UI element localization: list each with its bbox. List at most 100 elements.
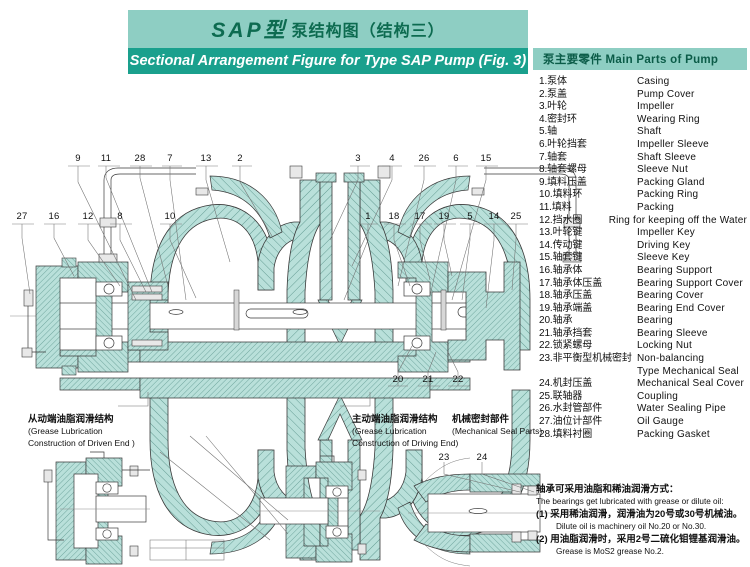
leader-lines-top (77, 166, 487, 301)
title-chinese: SAP型 泵结构图（结构三） (128, 10, 528, 48)
annotation-mech-seal-en1: (Mechanical Seal Parts) (452, 426, 543, 436)
parts-list-item-en: Wearing Ring (637, 113, 700, 125)
parts-list-item-en: Non-balancing (637, 353, 705, 365)
parts-list-item-cn: 25.联轴器 (539, 390, 583, 402)
parts-list-item: 23.非平衡型机械密封 Non-balancing (533, 353, 747, 366)
parts-list-item-cn: 28.填料衬圈 (539, 428, 593, 440)
parts-list-item-cn: 18.轴承压盖 (539, 290, 593, 302)
stuffing-box-left (127, 281, 169, 351)
callout-7: 7 (167, 153, 173, 164)
note-item2-cn: (2) 用油脂润滑时，采用2号二硫化钼锂基润滑油。 (536, 534, 746, 545)
bearing-housing-left (21, 257, 129, 376)
parts-list-item-cn: 19.轴承端盖 (539, 302, 593, 314)
parts-list-item-en: Ring for keeping off the Water (608, 214, 747, 226)
parts-list-item-cn: 21.轴承挡套 (539, 327, 593, 339)
parts-list-item: 17.轴承体压盖 Bearing Support Cover (533, 278, 747, 291)
callout-4: 4 (389, 153, 395, 164)
parts-list-item: 6.叶轮挡套 Impeller Sleeve (533, 139, 747, 152)
callout-17: 17 (414, 211, 426, 222)
title-banner: SAP型 泵结构图（结构三） Sectional Arrangement Fig… (128, 10, 528, 74)
annotation-driven-end-en1: (Grease Lubrication (28, 426, 103, 436)
leader-lines-right (343, 224, 517, 309)
annotation-mech-seal-cn: 机械密封部件 (452, 414, 510, 425)
callout-15: 15 (480, 153, 492, 164)
parts-list-item-en: Shaft (637, 126, 662, 138)
parts-list-item: 1.泵体 Casing (533, 76, 747, 89)
callout-19: 19 (438, 211, 450, 222)
parts-list-item-cn: 24.机封压盖 (539, 378, 593, 390)
note-item2-en: Grease is MoS2 grease No.2. (556, 547, 664, 556)
water-seal-pipe (98, 165, 582, 263)
annotation-driving-end-en2: Construction of Driving End) (352, 437, 459, 448)
parts-list-item-en: Packing Ring (637, 189, 699, 201)
callout-3: 3 (355, 153, 361, 164)
parts-list-item-cn: 7.轴套 (539, 151, 567, 163)
parts-list-header: 泵主要零件 Main Parts of Pump (533, 48, 747, 70)
lubrication-notes: 轴承可采用油脂和稀油润滑方式： The bearings get lubrica… (536, 483, 748, 558)
parts-list-item-cn: 3.叶轮 (539, 101, 567, 113)
parts-list-item-en: Bearing (637, 315, 673, 327)
parts-list-item-cn: 1.泵体 (539, 76, 567, 87)
callout-28: 28 (134, 153, 146, 164)
callout-24: 24 (476, 452, 488, 463)
annotation-driven-end-en2: Construction of Driven End ) (28, 437, 135, 448)
note-item1-en: Dilute oil is machinery oil No.20 or No.… (556, 522, 707, 531)
callout-26: 26 (418, 153, 430, 164)
parts-list-item-cn: 22.锁紧螺母 (539, 340, 593, 352)
oil-gauge-left (21, 289, 46, 358)
callout-12: 12 (82, 211, 94, 222)
parts-list-item-en: Casing (637, 76, 670, 87)
parts-list-item-cn: 2.泵盖 (539, 88, 567, 100)
parts-list-item-cn: 23.非平衡型机械密封 (539, 353, 632, 365)
parts-list-item-en: Packing Gland (637, 176, 705, 188)
note-heading-cn: 轴承可采用油脂和稀油润滑方式： (536, 484, 679, 495)
bearing-left (95, 281, 123, 351)
callout-6: 6 (453, 153, 459, 164)
annotation-driven-end: 从动端油脂润滑结构 (Grease Lubrication Constructi… (28, 414, 135, 449)
parts-list-item-en: Type Mechanical Seal (637, 365, 739, 377)
parts-list-item: 10.填料环 Packing Ring (533, 189, 747, 202)
parts-list-item-cn: 6.叶轮挡套 (539, 138, 587, 150)
parts-list-item-en: Bearing Support Cover (637, 277, 743, 289)
note-heading-en: The bearings get lubricated with grease … (536, 497, 724, 506)
leader-lines-left (21, 224, 197, 299)
callout-2: 2 (237, 153, 243, 164)
parts-list-item-cn: 11.填料 (539, 201, 572, 213)
parts-list-item-en: Bearing Support (637, 264, 713, 276)
parts-list-item-cn: 17.轴承体压盖 (539, 277, 603, 289)
casing-split-flange-lower (59, 377, 471, 399)
detail-mechanical-seal (408, 457, 552, 567)
parts-list-item-cn: 12.挡水圈 (539, 214, 583, 226)
parts-list-item-en: Impeller Sleeve (637, 138, 709, 150)
callout-22: 22 (452, 374, 464, 385)
callout-18: 18 (388, 211, 400, 222)
callout-10: 10 (164, 211, 176, 222)
annotation-driving-end-cn: 主动端油脂润滑结构 (352, 414, 438, 425)
callout-11: 11 (100, 153, 112, 164)
parts-list-item-cn: 10.填料环 (539, 189, 583, 201)
callout-5: 5 (467, 211, 473, 222)
parts-list-item-en: Mechanical Seal Cover (637, 378, 745, 390)
parts-list-item-cn: 4.密封环 (539, 113, 577, 125)
parts-list-item-cn: 13.叶轮键 (539, 227, 583, 239)
parts-list-item-en: Shaft Sleeve (637, 151, 697, 163)
